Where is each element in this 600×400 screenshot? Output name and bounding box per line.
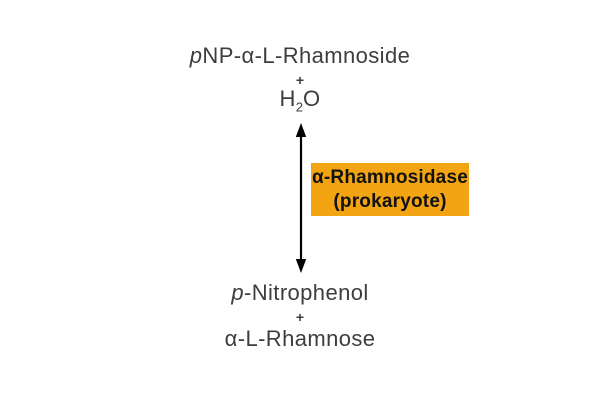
enzyme-highlight-box: α-Rhamnosidase (prokaryote) [311, 163, 469, 216]
substrate-rest: NP-α-L-Rhamnoside [202, 43, 411, 68]
plus-sign-bottom: + [295, 309, 305, 325]
product1-rest: -Nitrophenol [244, 280, 369, 305]
double-headed-arrow-icon [291, 122, 311, 274]
substrate-italic-prefix: p [189, 43, 203, 68]
product1-italic-prefix: p [231, 280, 244, 305]
water-subscript: 2 [295, 99, 303, 115]
substrate-label: pNP-α-L-Rhamnoside [0, 44, 600, 68]
plus-sign-top: + [295, 72, 305, 88]
enzyme-organism-type: (prokaryote) [333, 191, 447, 212]
product1-label: p-Nitrophenol [0, 281, 600, 305]
water-label: H2O [0, 87, 600, 119]
product2-label: α-L-Rhamnose [224, 326, 376, 351]
water-h: H [279, 86, 296, 111]
enzyme-name: α-Rhamnosidase [312, 167, 468, 188]
water-o: O [303, 86, 321, 111]
